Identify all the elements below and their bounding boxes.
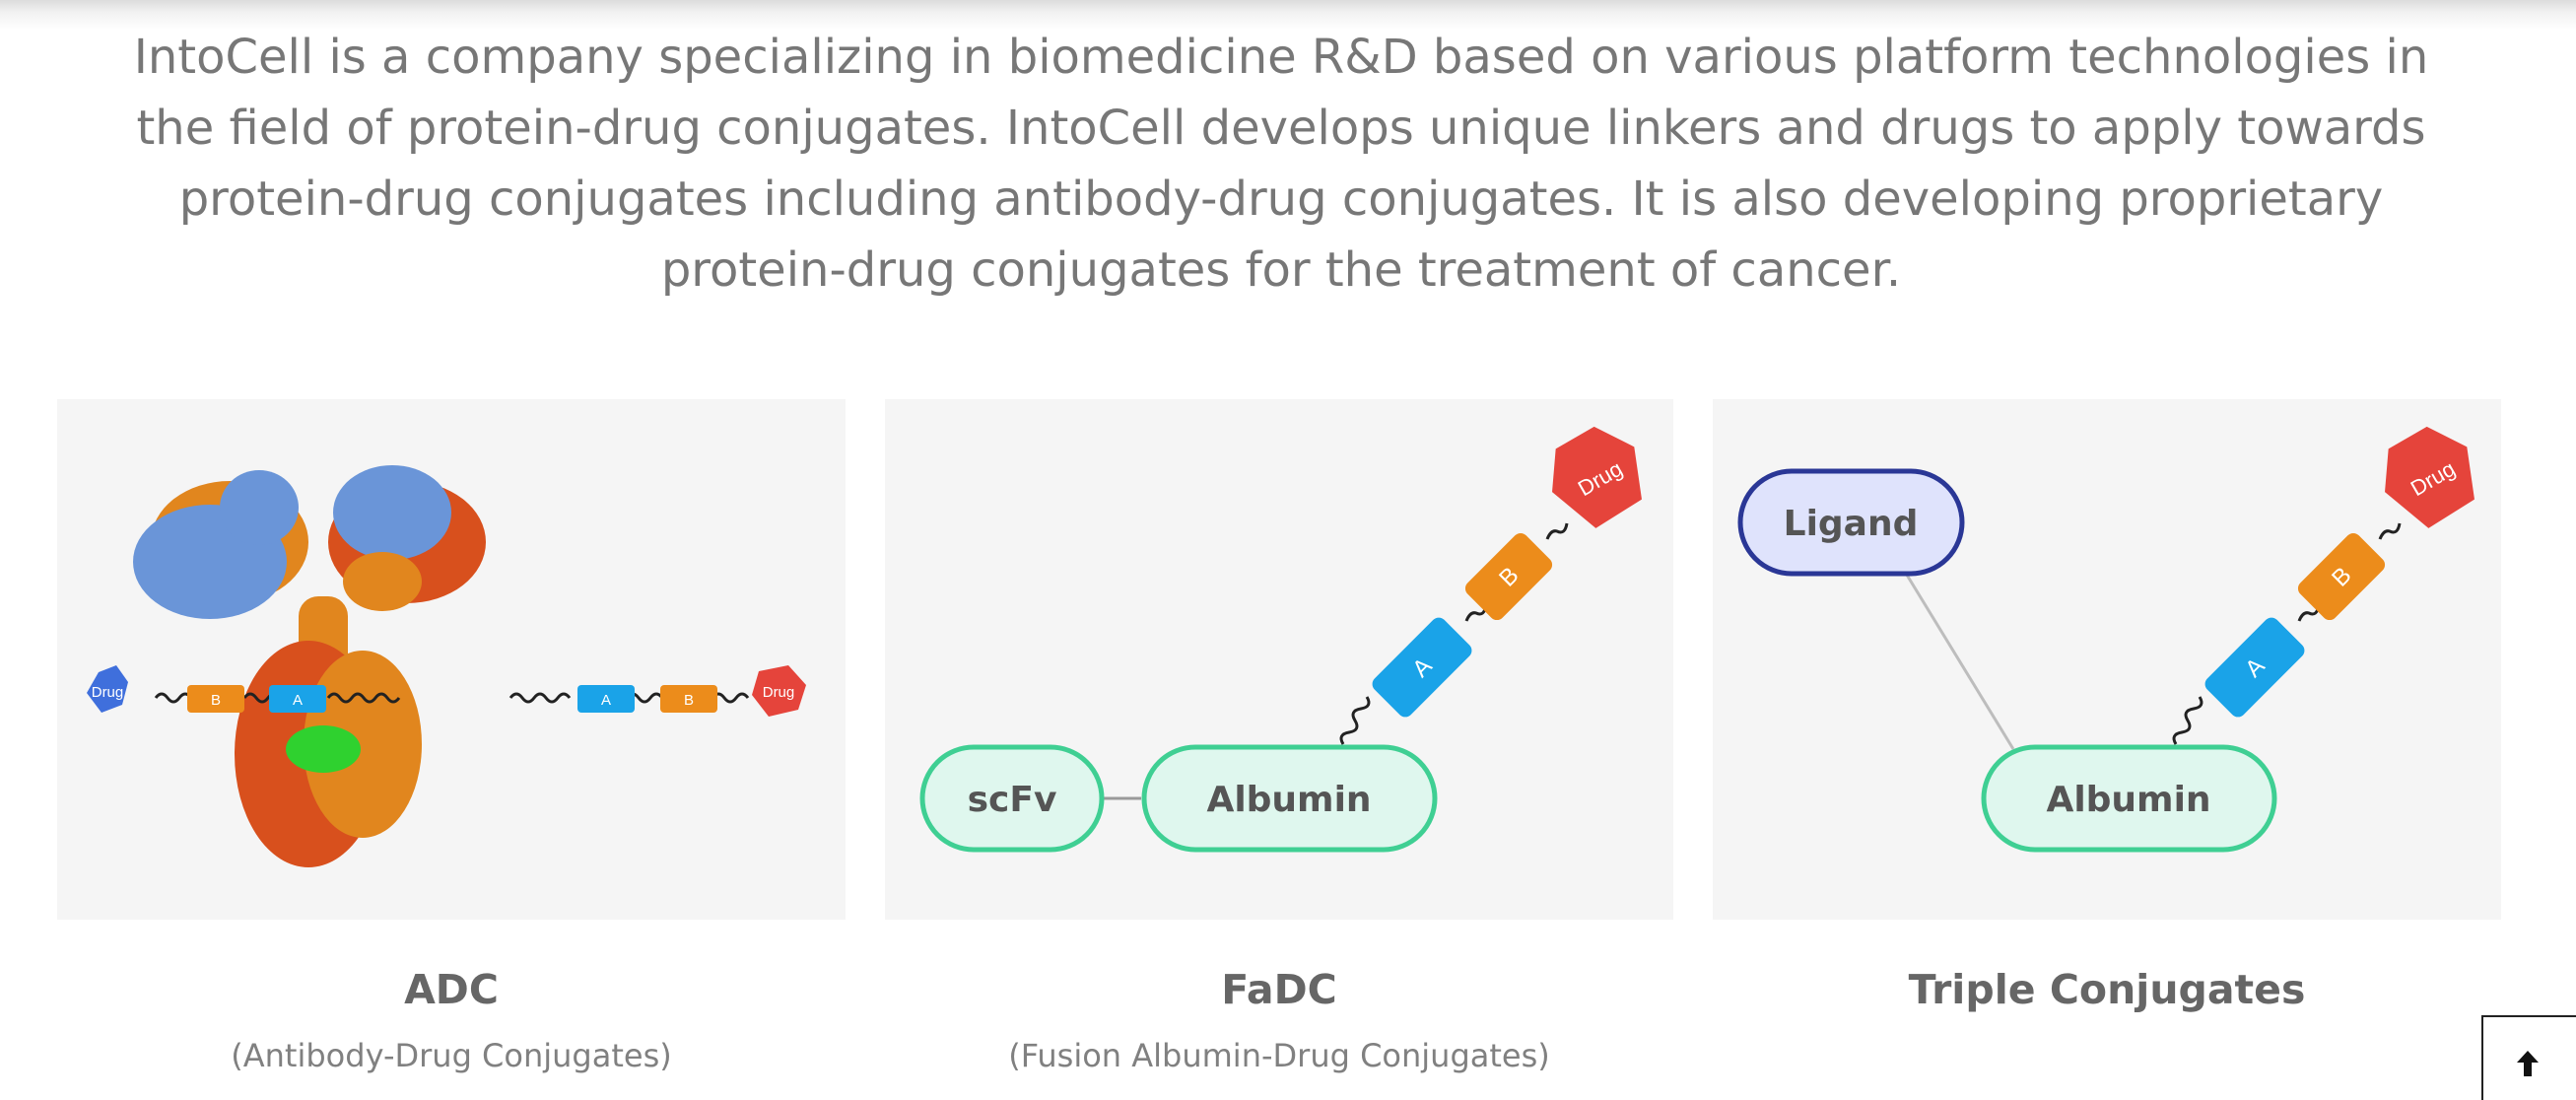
arrow-up-icon: [2517, 1051, 2539, 1076]
scfv-label: scFv: [968, 780, 1057, 820]
linker-b: [1464, 532, 1553, 621]
adc-title: ADC: [404, 966, 499, 1013]
drug-left-label: Drug: [92, 684, 124, 701]
drug-hexagon: [1552, 426, 1642, 528]
drug-hexagon: [2385, 426, 2474, 528]
intro-paragraph: IntoCell is a company specializing in bi…: [133, 30, 2429, 298]
fadc-diagram: scFv Albumin A B Drug: [919, 426, 1642, 853]
adc-diagram: Drug B A A B Drug: [87, 465, 806, 867]
back-to-top-button[interactable]: [2481, 1015, 2576, 1100]
linker-a: [1372, 617, 1472, 718]
drug-right-label: Drug: [763, 684, 795, 701]
linker-b: [2297, 532, 2386, 621]
linker-b-right-label: B: [684, 692, 694, 709]
triple-conjugates-diagram: Ligand Albumin A B Drug: [1737, 426, 2474, 853]
drug-left-hexagon: [87, 665, 128, 713]
linker-a-left: [269, 685, 326, 713]
fadc-card: scFv Albumin A B Drug: [885, 399, 1673, 920]
linker-a-left-label: A: [293, 692, 303, 709]
ligand-node: [1737, 468, 1965, 577]
linker-a: [2204, 617, 2305, 718]
antibody-illustration: [133, 465, 486, 867]
linker-b-left-label: B: [211, 692, 221, 709]
linker-b-left: [187, 685, 244, 713]
scfv-node: [919, 744, 1105, 853]
triple-conjugates-title: Triple Conjugates: [1908, 966, 2306, 1013]
albumin-label: Albumin: [1206, 780, 1371, 820]
linker-a-right-label: A: [601, 692, 611, 709]
linker-b-right: [660, 685, 717, 713]
header-shadow: [0, 0, 2576, 30]
linker-a-right: [577, 685, 635, 713]
fadc-subtitle: (Fusion Albumin-Drug Conjugates): [1008, 1037, 1550, 1074]
albumin-node: [1981, 744, 2277, 853]
drug-right-hexagon: [752, 665, 806, 717]
ligand-label: Ligand: [1784, 504, 1919, 544]
adc-card: Drug B A A B Drug: [57, 399, 846, 920]
fadc-title: FaDC: [1221, 966, 1337, 1013]
adc-subtitle: (Antibody-Drug Conjugates): [231, 1037, 672, 1074]
albumin-label: Albumin: [2046, 780, 2210, 820]
triple-conjugates-card: Ligand Albumin A B Drug: [1713, 399, 2501, 920]
albumin-node: [1141, 744, 1438, 853]
